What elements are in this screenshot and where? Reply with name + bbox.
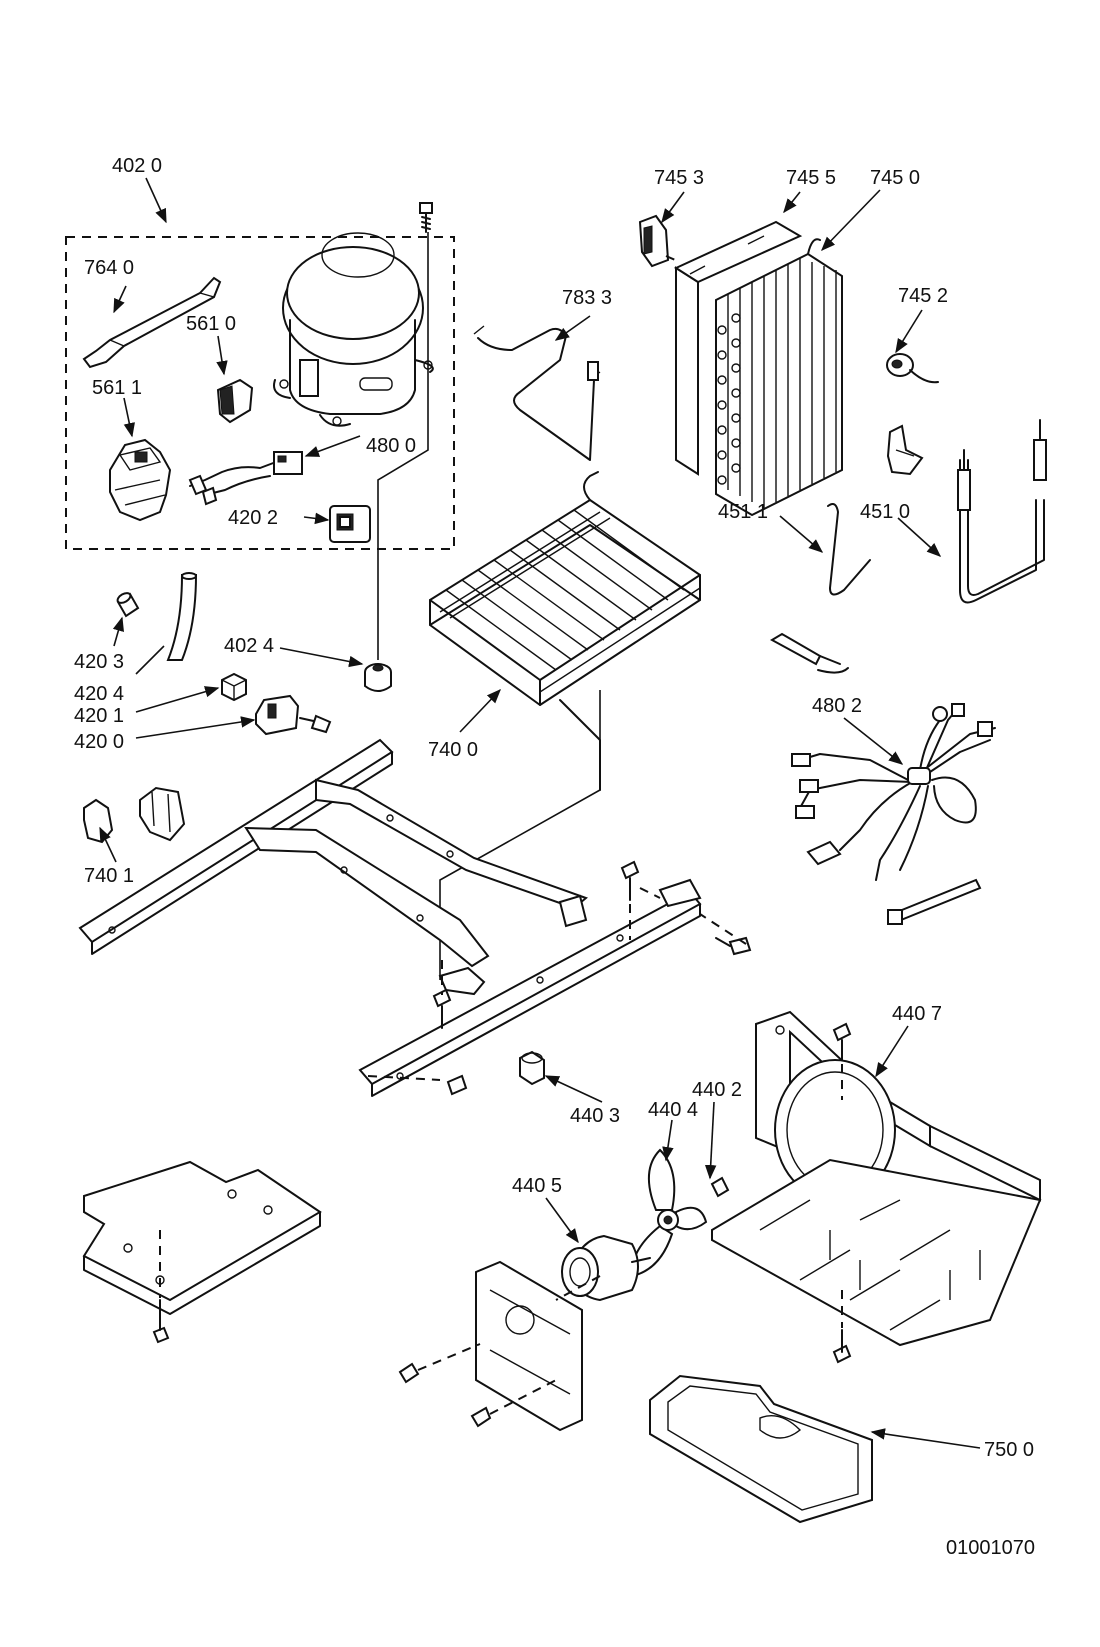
label-7401: 740 1 bbox=[84, 865, 134, 887]
grommet[interactable] bbox=[364, 663, 392, 692]
label-5610: 561 0 bbox=[186, 313, 236, 335]
bracket-clip[interactable] bbox=[886, 424, 924, 476]
label-7833: 783 3 bbox=[562, 287, 612, 309]
label-4404: 440 4 bbox=[648, 1099, 698, 1121]
bushing[interactable] bbox=[519, 1050, 545, 1086]
label-4403: 440 3 bbox=[570, 1105, 620, 1127]
leader-lines bbox=[99, 177, 981, 1449]
evaporator-assembly[interactable] bbox=[673, 220, 843, 517]
label-7450: 745 0 bbox=[870, 167, 920, 189]
label-4024: 402 4 bbox=[224, 635, 274, 657]
screws[interactable] bbox=[152, 860, 852, 1428]
fan-motor[interactable] bbox=[561, 1234, 651, 1302]
condenser-coil[interactable] bbox=[429, 471, 701, 791]
wire-harness-main[interactable] bbox=[791, 703, 996, 881]
process-line bbox=[377, 262, 429, 660]
label-7453: 745 3 bbox=[654, 167, 704, 189]
label-4511: 451 1 bbox=[718, 501, 768, 523]
thermostat[interactable] bbox=[886, 353, 939, 384]
fan-blade-clip[interactable] bbox=[710, 1176, 730, 1198]
drain-pan[interactable] bbox=[649, 1374, 873, 1524]
tube-451[interactable] bbox=[957, 419, 1047, 604]
label-7452: 745 2 bbox=[898, 285, 948, 307]
wire-harness-short[interactable] bbox=[188, 451, 303, 506]
overload[interactable] bbox=[216, 378, 254, 424]
tube-783[interactable] bbox=[473, 325, 601, 461]
fan-shroud[interactable] bbox=[755, 1010, 1041, 1202]
compressor-kit-box bbox=[65, 236, 455, 550]
label-7640: 764 0 bbox=[84, 257, 134, 279]
evaporator-clip[interactable] bbox=[638, 214, 670, 268]
label-4800: 480 0 bbox=[366, 435, 416, 457]
part-labels: 402 0 764 0 561 0 561 1 480 0 420 2 420 … bbox=[74, 155, 1035, 1559]
label-4407: 440 7 bbox=[892, 1003, 942, 1025]
label-7400: 740 0 bbox=[428, 739, 478, 761]
label-4201: 420 1 bbox=[74, 705, 124, 727]
wire-clip[interactable] bbox=[827, 503, 871, 596]
screw-top[interactable] bbox=[419, 202, 433, 262]
capacitor[interactable] bbox=[329, 505, 371, 543]
label-5611: 561 1 bbox=[92, 377, 142, 399]
small-bracket[interactable] bbox=[769, 632, 849, 674]
frame-clip[interactable] bbox=[83, 786, 186, 844]
cover-plate[interactable] bbox=[82, 1160, 322, 1315]
label-4202: 420 2 bbox=[228, 507, 278, 529]
label-4203: 420 3 bbox=[74, 651, 124, 673]
drawing-number: 01001070 bbox=[946, 1537, 1035, 1559]
drier[interactable] bbox=[82, 276, 222, 369]
fan-base-plate[interactable] bbox=[711, 1158, 1042, 1347]
hose[interactable] bbox=[166, 572, 198, 661]
motor-bracket[interactable] bbox=[475, 1260, 583, 1432]
label-7455: 745 5 bbox=[786, 167, 836, 189]
cable-tie[interactable] bbox=[887, 878, 982, 925]
label-4204: 420 4 bbox=[74, 683, 124, 705]
relay[interactable] bbox=[109, 438, 172, 522]
start-relay-block[interactable] bbox=[255, 694, 332, 736]
fan-blade[interactable] bbox=[630, 1148, 708, 1278]
label-7500: 750 0 bbox=[984, 1439, 1034, 1461]
label-4405: 440 5 bbox=[512, 1175, 562, 1197]
label-4510: 451 0 bbox=[860, 501, 910, 523]
base-frame[interactable] bbox=[78, 738, 702, 1097]
compressor[interactable] bbox=[273, 232, 434, 427]
cap-plug[interactable] bbox=[116, 591, 140, 618]
thermal-protector[interactable] bbox=[221, 672, 247, 702]
label-4200: 420 0 bbox=[74, 731, 124, 753]
label-4802: 480 2 bbox=[812, 695, 862, 717]
label-4020: 402 0 bbox=[112, 155, 162, 177]
label-4402: 440 2 bbox=[692, 1079, 742, 1101]
